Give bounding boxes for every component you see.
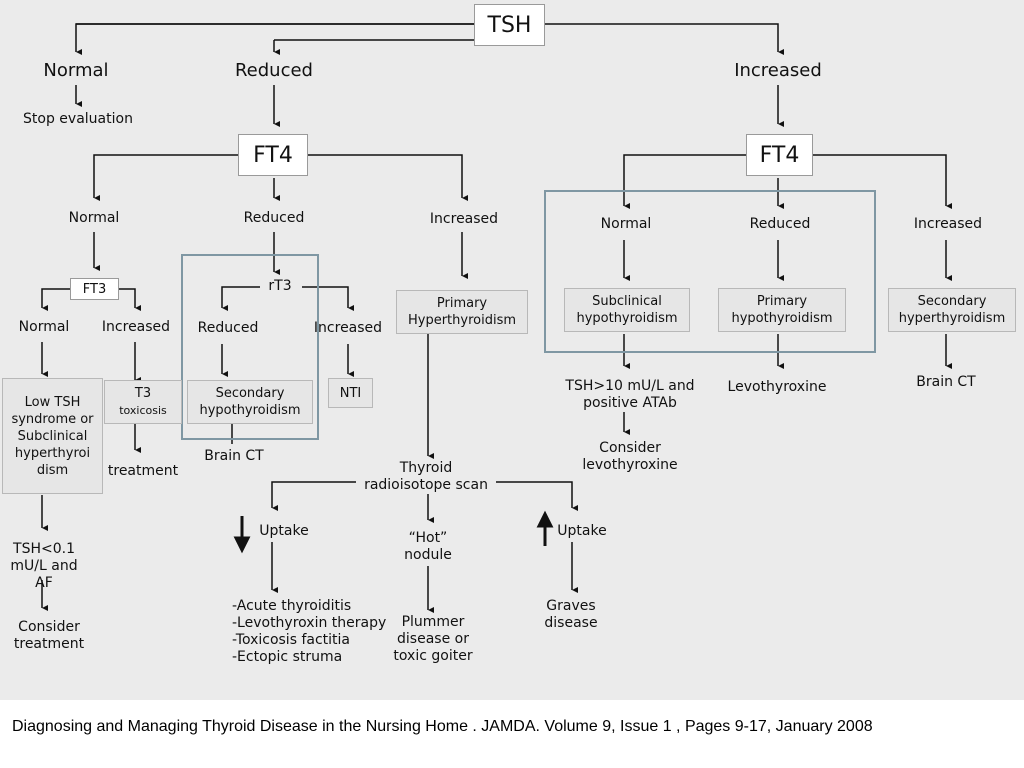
uptake-up-label: Uptake [557,523,607,539]
t3-toxicosis-box: T3 toxicosis [104,380,182,424]
citation-caption: Diagnosing and Managing Thyroid Disease … [12,718,873,735]
uptake-down-label: Uptake [259,523,309,539]
consider-levothyroxine-label: Consider levothyroxine [582,440,678,473]
cause-item: -Toxicosis factitia [232,632,350,648]
treatment-label: treatment [107,463,179,479]
tsh-box: TSH [474,4,545,46]
right-ft4-increased-label: Increased [913,216,983,232]
left-ft4-normal-label: Normal [68,210,120,226]
tsh10-label: TSH>10 mU/L and positive ATAb [565,378,695,411]
graves-label: Graves disease [544,598,598,631]
t3-title: T3 [134,386,152,401]
levothyroxine-label: Levothyroxine [727,379,827,395]
primary-hypothyroidism-box: Primary hypothyroidism [718,288,846,332]
right-ft4-reduced-label: Reduced [749,216,811,232]
nti-box: NTI [328,378,373,408]
left-ft4-increased-label: Increased [429,211,499,227]
right-ft4-box: FT4 [746,134,813,176]
right-ft4-normal-label: Normal [600,216,652,232]
ft3-box: FT3 [70,278,119,300]
rt3-increased-label: Increased [313,320,383,336]
right-brain-ct-label: Brain CT [916,374,976,390]
plummer-label: Plummer disease or toxic goiter [393,614,473,664]
secondary-hypothyroidism-box: Secondary hypothyroidism [187,380,313,424]
stop-evaluation-label: Stop evaluation [23,111,133,127]
rt3-reduced-label: Reduced [197,320,259,336]
left-brain-ct-label: Brain CT [204,448,264,464]
connector-lines [41,23,1024,700]
hot-nodule-label: “Hot” nodule [404,530,452,563]
primary-hyperthyroidism-box: Primary Hyperthyroidism [396,290,528,334]
cause-item: -Acute thyroiditis [232,598,352,614]
hypothyroid-frame [544,190,876,353]
cause-item: -Levothyroxin therapy [232,615,387,631]
left-ft4-reduced-label: Reduced [243,210,305,226]
low-tsh-box: Low TSH syndrome or Subclinical hyperthy… [2,378,103,494]
t3-subtitle: toxicosis [119,404,167,417]
ft3-increased-label: Increased [101,319,171,335]
tsh-af-label: TSH<0.1 mU/L and AF [10,541,78,591]
subclinical-hypothyroidism-box: Subclinical hypothyroidism [564,288,690,332]
tsh-increased-label: Increased [734,60,822,81]
flowchart: TSH Normal Reduced Increased Stop evalua… [0,0,1024,700]
cause-item: -Ectopic struma [232,649,343,665]
secondary-hyperthyroidism-box: Secondary hyperthyroidism [888,288,1016,332]
causes-list: -Acute thyroiditis -Levothyroxin therapy… [232,598,392,666]
tsh-reduced-label: Reduced [234,60,313,81]
tsh-normal-label: Normal [43,60,109,81]
left-ft4-box: FT4 [238,134,308,176]
rt3-frame [181,254,319,440]
rt3-label: rT3 [268,278,292,294]
radioisotope-scan-label: Thyroid radioisotope scan [356,460,496,494]
ft3-normal-label: Normal [18,319,70,335]
consider-treatment-label: Consider treatment [13,619,85,652]
